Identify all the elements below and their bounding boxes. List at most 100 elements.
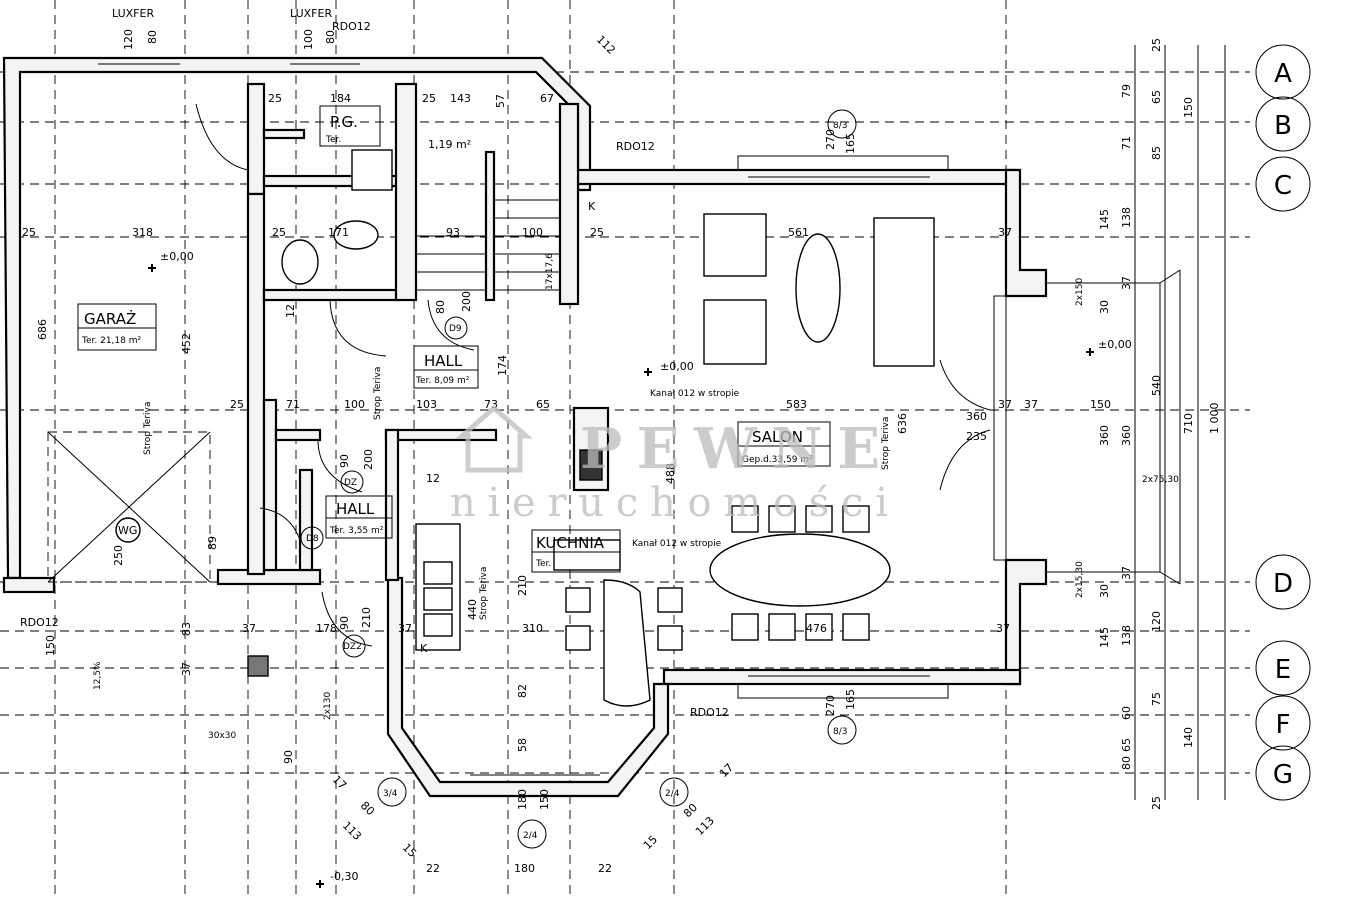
dim-label: 310 [522, 622, 543, 635]
dim-label: 37 [996, 622, 1010, 635]
kitchen-island [603, 579, 651, 707]
salon-name: SALON [752, 428, 803, 446]
chimney-vent [247, 655, 269, 677]
armchair [703, 213, 767, 277]
dim-label: 112 [594, 33, 618, 57]
dim-label: 85 [1150, 146, 1163, 160]
dim-label: 75 [1150, 692, 1163, 706]
dim-label: 25 [1150, 796, 1163, 810]
dim-label: 440 [466, 599, 479, 620]
dim-label: 65 [1150, 90, 1163, 104]
stairs-label: 17x17,6 [545, 253, 555, 290]
dim-label: 710 [1182, 413, 1195, 434]
dim-label: 80 [146, 30, 159, 44]
dim-label: 686 [36, 319, 49, 340]
axis-f: F [1276, 710, 1291, 740]
section-24-bottom: 2/4 [523, 831, 538, 841]
section-83-bottom: 8/3 [833, 727, 847, 737]
dim-label: 25 [1150, 38, 1163, 52]
dim-label: 540 [1150, 375, 1163, 396]
windows [98, 63, 1181, 776]
dim-label: 37 [998, 398, 1012, 411]
doors [195, 103, 991, 647]
door-dz-label: DZ [344, 478, 357, 488]
dim-label: 180 [514, 862, 535, 875]
level-markers [148, 264, 1094, 888]
hall-small-area: Ter. 3,55 m² [329, 526, 384, 536]
dim-label: 561 [788, 226, 809, 239]
dim-label: 37 [242, 622, 256, 635]
interior-walls [246, 82, 610, 582]
garage-ceiling: Strop Teriva [143, 402, 153, 455]
garage-level: ±0,00 [160, 250, 194, 263]
axis-g: G [1273, 760, 1293, 790]
dim-label: 583 [786, 398, 807, 411]
dim-label: 22 [426, 862, 440, 875]
wg-label: WG [118, 524, 137, 537]
dim-label: 100 [344, 398, 365, 411]
dim-label: 138 [1120, 625, 1133, 646]
sink [423, 613, 453, 637]
bar-stool [565, 625, 591, 651]
axis-d: D [1273, 569, 1293, 599]
dim-label: 100 [302, 29, 315, 50]
dim-label: 89 [206, 536, 219, 550]
dim-label: 65 [1120, 738, 1133, 752]
chair [805, 505, 833, 533]
salon-area: Gep.d.33,59 m² [742, 455, 813, 465]
slope-label: 12,5% [93, 661, 103, 690]
dim-label: 25 [268, 92, 282, 105]
hall-main-name: HALL [424, 352, 463, 370]
dim-label: 71 [1120, 136, 1133, 150]
furniture [115, 149, 935, 707]
dim-label: 103 [416, 398, 437, 411]
window-2x75: 2x75,30 [1142, 475, 1179, 485]
dimension-labels: 120 80 100 80 112 25 184 25 143 57 67 25… [22, 29, 1221, 875]
dim-label: 171 [328, 226, 349, 239]
dim-label: 12 [284, 304, 297, 318]
axis-a: A [1274, 59, 1292, 89]
window-2x150: 2x150 [1075, 277, 1085, 306]
chair [842, 613, 870, 641]
dim-label: 67 [540, 92, 554, 105]
dim-label: 25 [230, 398, 244, 411]
door-d9-label: D9 [449, 324, 462, 334]
dim-label: 37 [1120, 566, 1133, 580]
dim-label: 25 [272, 226, 286, 239]
dim-label: 174 [496, 355, 509, 376]
dim-label: 37 [1120, 276, 1133, 290]
dim-label: 25 [22, 226, 36, 239]
kitchen-name: KUCHNIA [536, 534, 605, 552]
coffee-table [795, 233, 841, 343]
axis-markers: A B C D E F G [1255, 44, 1311, 801]
dim-label: 138 [1120, 207, 1133, 228]
watermark-logo: PEWNE nieruchomości [450, 404, 888, 526]
dim-label: 178 [316, 622, 337, 635]
dim-30x30: 30x30 [208, 731, 237, 741]
garage-area: Ter. 21,18 m² [81, 336, 141, 346]
salon-level: ±0,00 [660, 360, 694, 373]
dim-label: 17 [717, 761, 736, 780]
dim-label: 180 [516, 789, 529, 810]
dim-label: 80 [358, 799, 377, 818]
axis-b: B [1274, 111, 1292, 141]
dim-label: 476 [806, 622, 827, 635]
dim-label: 25 [590, 226, 604, 239]
door-dz2-label: DZ2 [343, 642, 362, 652]
dim-label: 165 [844, 133, 857, 154]
salon-ceiling: Strop Teriva [881, 417, 891, 470]
washbasin [333, 220, 379, 250]
salon-duct: Kanał 012 w stropie [650, 389, 740, 399]
hall-main-area: Ter. 8,09 m² [415, 376, 470, 386]
dim-label: 60 [1120, 706, 1133, 720]
dim-label: 37 [1024, 398, 1038, 411]
dim-label: 145 [1098, 627, 1111, 648]
dim-label: 79 [1120, 84, 1133, 98]
section-24-right: 2/4 [665, 789, 680, 799]
dim-label: 636 [896, 413, 909, 434]
dim-label: 113 [693, 814, 717, 838]
dim-label: 57 [494, 94, 507, 108]
dim-label: 37 [398, 622, 412, 635]
dim-label: 30 [1098, 300, 1111, 314]
